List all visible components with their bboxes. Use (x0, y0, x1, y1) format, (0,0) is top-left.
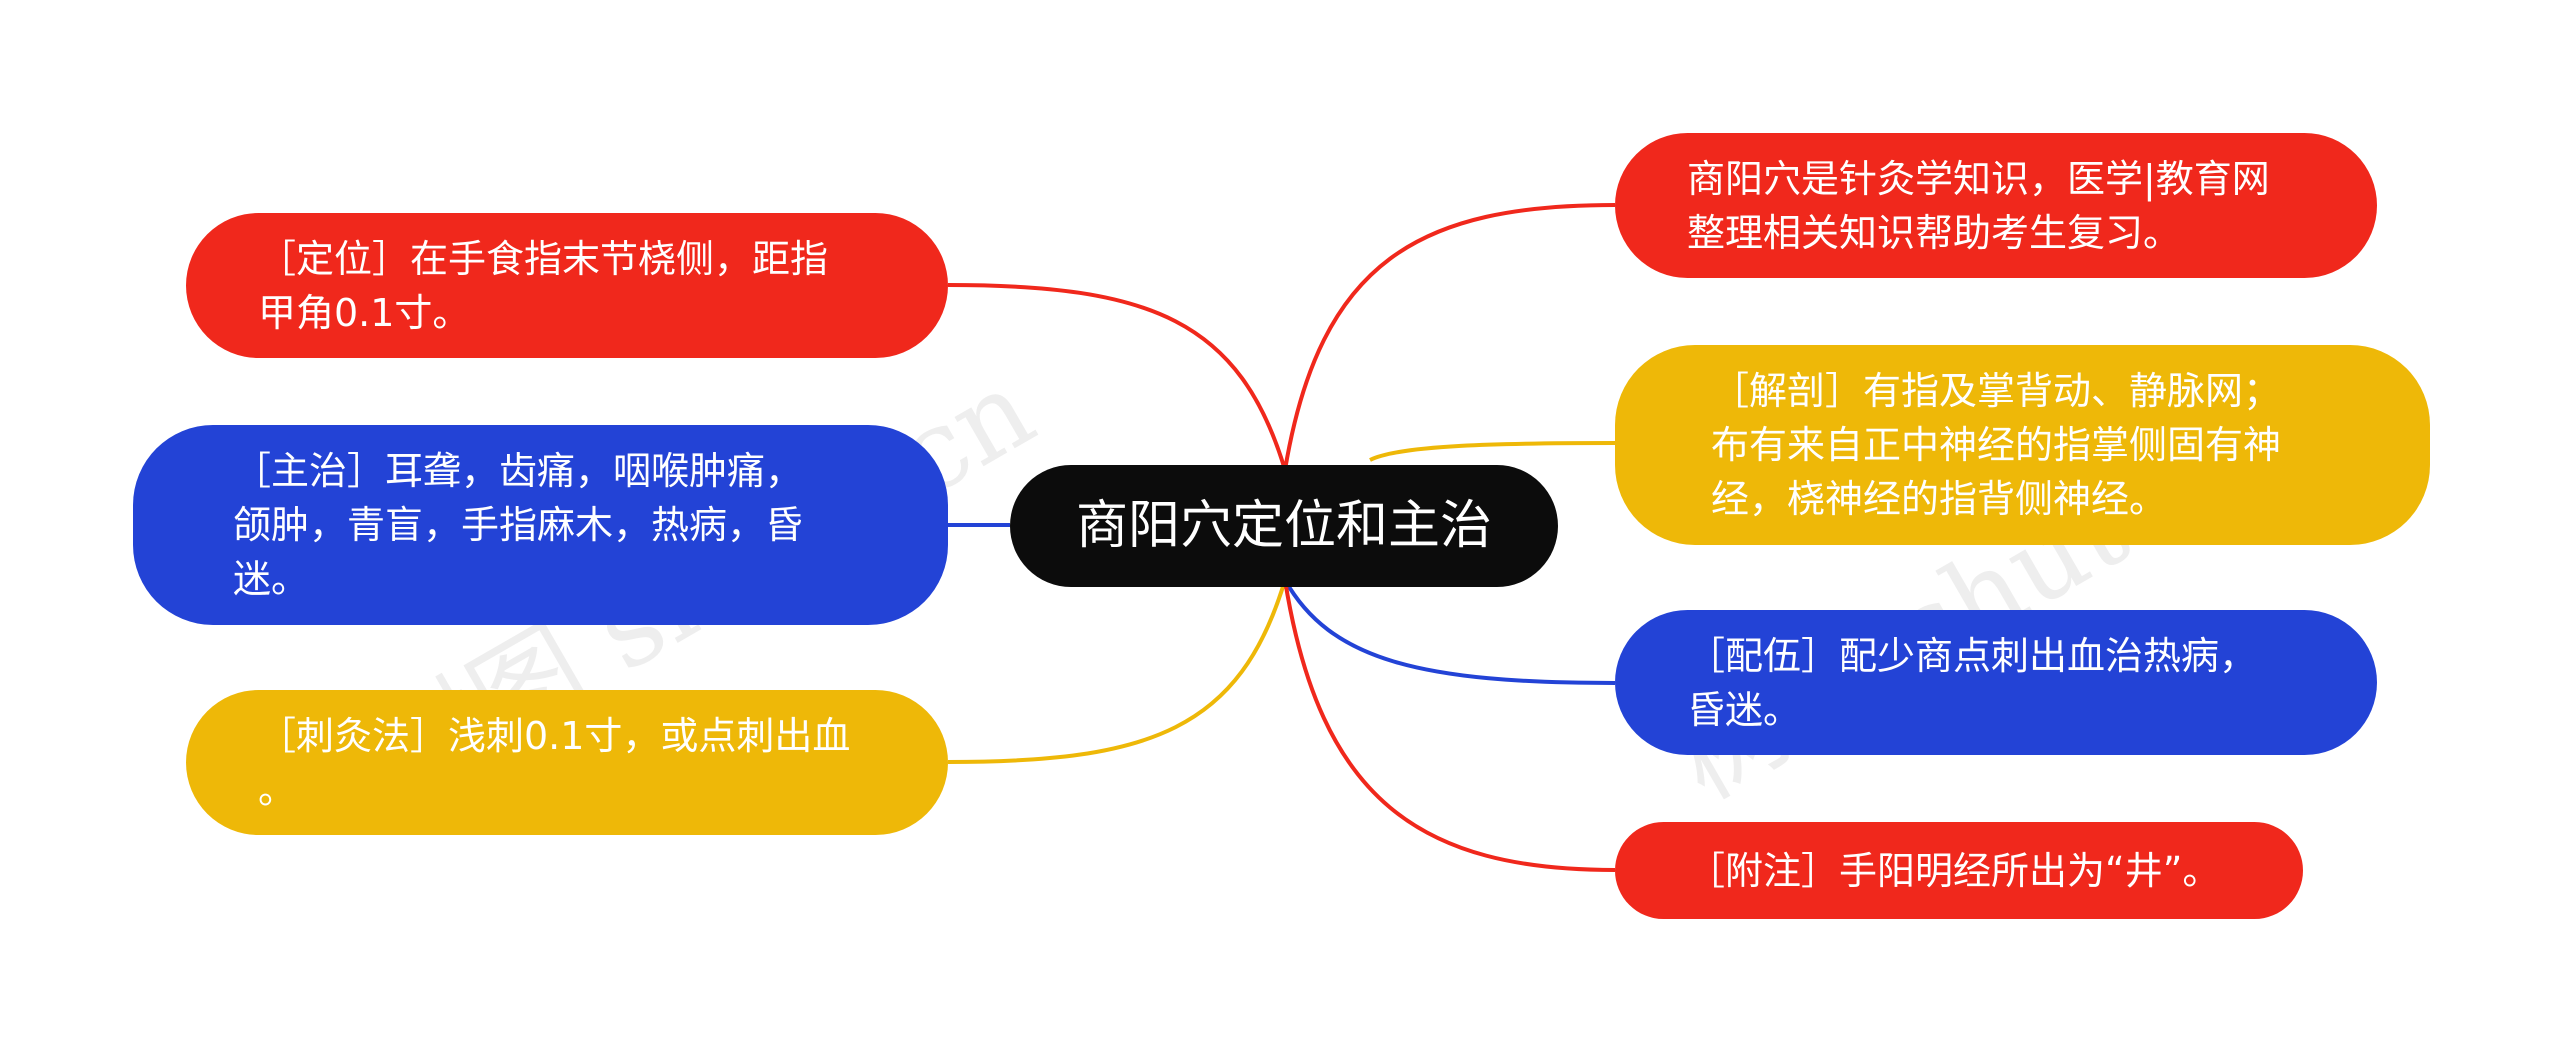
node-cijiufa-text: ［刺灸法］浅刺0.1寸，或点刺出血 。 (258, 713, 851, 812)
node-peiwu[interactable]: ［配伍］配少商点刺出血治热病， 昏迷。 (1615, 610, 2377, 755)
node-intro[interactable]: 商阳穴是针灸学知识，医学|教育网 整理相关知识帮助考生复习。 (1615, 133, 2377, 278)
node-peiwu-text: ［配伍］配少商点刺出血治热病， 昏迷。 (1687, 633, 2258, 732)
connector-fuzhu (1283, 579, 1616, 872)
node-cijiufa[interactable]: ［刺灸法］浅刺0.1寸，或点刺出血 。 (186, 690, 948, 835)
node-jiepou-text: ［解剖］有指及掌背动、静脉网； 布有来自正中神经的指掌侧固有神 经，桡神经的指背… (1711, 369, 2282, 521)
central-topic-label: 商阳穴定位和主治 (1075, 496, 1492, 556)
connector-jiepou (1369, 441, 1616, 462)
node-intro-text: 商阳穴是针灸学知识，医学|教育网 整理相关知识帮助考生复习。 (1687, 156, 2270, 255)
node-jiepou[interactable]: ［解剖］有指及掌背动、静脉网； 布有来自正中神经的指掌侧固有神 经，桡神经的指背… (1615, 345, 2430, 545)
connector-cijiufa (947, 579, 1287, 764)
connector-peiwu (1283, 579, 1616, 685)
node-zhuzhi[interactable]: ［主治］耳聋，齿痛，咽喉肿痛， 颌肿，青盲，手指麻木，热病，昏 迷。 (133, 425, 948, 625)
connector-intro (1283, 203, 1616, 471)
node-dingwei[interactable]: ［定位］在手食指末节桡侧，距指 甲角0.1寸。 (186, 213, 948, 358)
node-dingwei-text: ［定位］在手食指末节桡侧，距指 甲角0.1寸。 (258, 236, 829, 335)
central-topic[interactable]: 商阳穴定位和主治 (1010, 465, 1558, 587)
node-fuzhu-text: ［附注］手阳明经所出为“井”。 (1687, 848, 2221, 893)
connector-dingwei (947, 283, 1287, 471)
node-fuzhu[interactable]: ［附注］手阳明经所出为“井”。 (1615, 822, 2303, 919)
node-zhuzhi-text: ［主治］耳聋，齿痛，咽喉肿痛， 颌肿，青盲，手指麻木，热病，昏 迷。 (233, 449, 804, 601)
